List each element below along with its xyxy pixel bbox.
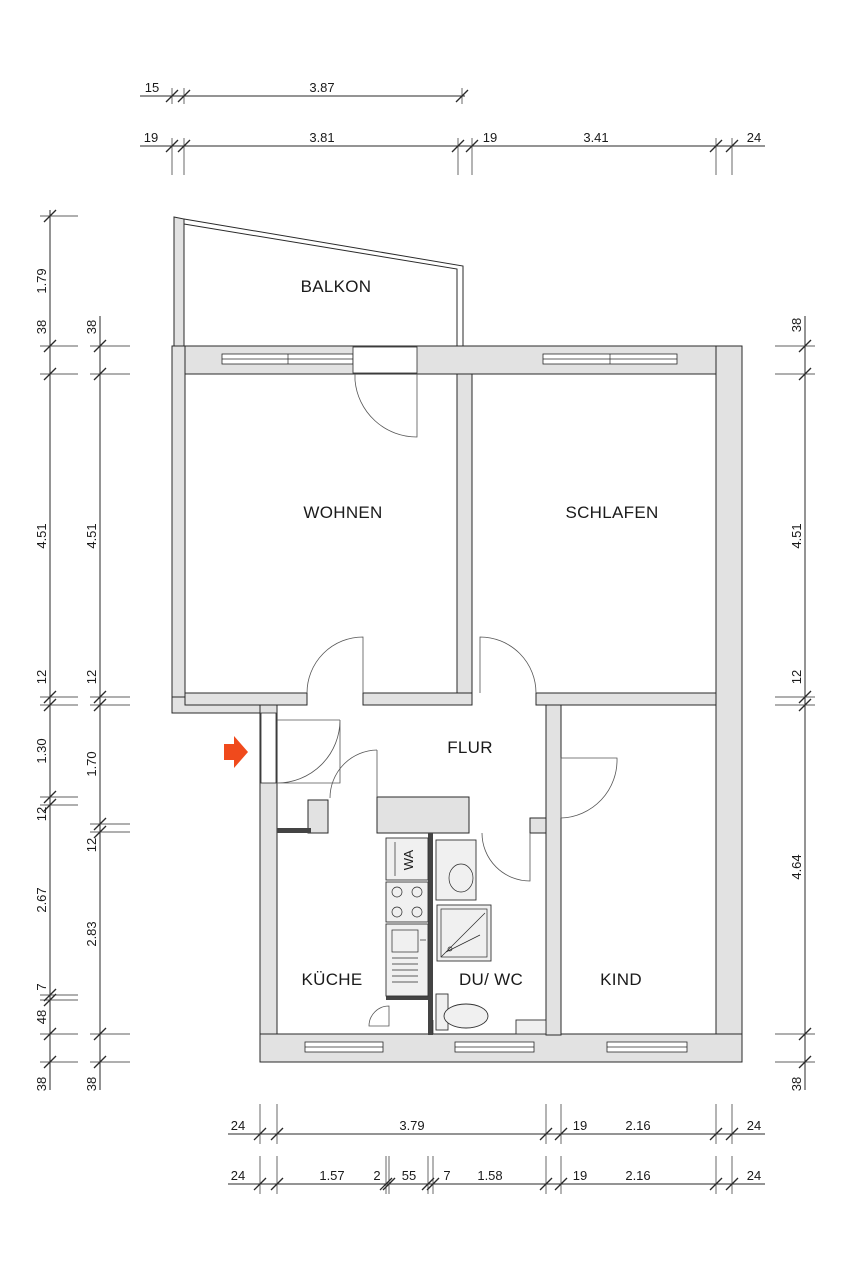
dim-left1-4: 1.30 bbox=[34, 738, 49, 763]
dim-left2-3: 1.70 bbox=[84, 751, 99, 776]
dim-top2-2: 19 bbox=[483, 130, 497, 145]
window-lines bbox=[222, 354, 687, 1048]
dim-right-2: 12 bbox=[789, 670, 804, 684]
balcony-outline bbox=[173, 216, 464, 347]
dim-left1-0: 1.79 bbox=[34, 268, 49, 293]
dim-top2-4: 24 bbox=[747, 130, 761, 145]
room-label-schlafen: SCHLAFEN bbox=[565, 503, 658, 522]
washer-box bbox=[385, 837, 429, 881]
washbasin-icon bbox=[435, 839, 477, 901]
stove-icon bbox=[385, 881, 429, 923]
walls bbox=[171, 345, 743, 1063]
dim-left1-5: 12 bbox=[34, 807, 49, 821]
dim-bottom1-1: 3.79 bbox=[399, 1118, 424, 1133]
dim-left1-8: 48 bbox=[34, 1010, 49, 1024]
dim-top1-0: 15 bbox=[145, 80, 159, 95]
dim-left1-9: 38 bbox=[34, 1077, 49, 1091]
washer-label: WA bbox=[401, 849, 416, 870]
dim-bottom2-3: 55 bbox=[402, 1168, 416, 1183]
dim-bottom2-8: 24 bbox=[747, 1168, 761, 1183]
dim-bottom1-0: 24 bbox=[231, 1118, 245, 1133]
room-label-kueche: KÜCHE bbox=[301, 970, 362, 989]
dim-left2-0: 38 bbox=[84, 320, 99, 334]
room-label-kind: KIND bbox=[600, 970, 642, 989]
dim-left1-1: 38 bbox=[34, 320, 49, 334]
dim-top1-1: 3.87 bbox=[309, 80, 334, 95]
dim-left2-4: 12 bbox=[84, 838, 99, 852]
dim-right-0: 38 bbox=[789, 318, 804, 332]
dim-bottom2-0: 24 bbox=[231, 1168, 245, 1183]
dim-left2-1: 4.51 bbox=[84, 523, 99, 548]
dim-bottom1-2: 19 bbox=[573, 1118, 587, 1133]
dim-top2-3: 3.41 bbox=[583, 130, 608, 145]
dim-left1-6: 2.67 bbox=[34, 887, 49, 912]
dim-bottom2-4: 7 bbox=[443, 1168, 450, 1183]
kitchen-sink-icon bbox=[385, 923, 429, 997]
dimension-labels: 15 3.87 19 3.81 19 3.41 24 1.79 38 4.51 … bbox=[34, 80, 804, 1183]
dim-left2-2: 12 bbox=[84, 670, 99, 684]
dim-bottom2-6: 19 bbox=[573, 1168, 587, 1183]
dim-right-4: 38 bbox=[789, 1077, 804, 1091]
doors bbox=[276, 374, 618, 1034]
dim-right-1: 4.51 bbox=[789, 523, 804, 548]
dim-right-3: 4.64 bbox=[789, 854, 804, 879]
dim-left1-7: 7 bbox=[34, 983, 49, 990]
room-label-flur: FLUR bbox=[447, 738, 493, 757]
dim-bottom1-4: 24 bbox=[747, 1118, 761, 1133]
fixtures bbox=[385, 837, 547, 1035]
dim-bottom1-3: 2.16 bbox=[625, 1118, 650, 1133]
room-labels: BALKON WOHNEN SCHLAFEN FLUR KÜCHE DU/ WC… bbox=[301, 277, 659, 989]
room-label-wohnen: WOHNEN bbox=[303, 503, 382, 522]
dim-bottom2-5: 1.58 bbox=[477, 1168, 502, 1183]
dim-top2-0: 19 bbox=[144, 130, 158, 145]
dim-bottom2-7: 2.16 bbox=[625, 1168, 650, 1183]
dimension-lines bbox=[40, 88, 815, 1194]
dim-left2-6: 38 bbox=[84, 1077, 99, 1091]
dim-bottom2-1: 1.57 bbox=[319, 1168, 344, 1183]
room-label-bad: DU/ WC bbox=[459, 970, 523, 989]
room-label-balkon: BALKON bbox=[301, 277, 372, 296]
dim-left1-2: 4.51 bbox=[34, 523, 49, 548]
dim-left1-3: 12 bbox=[34, 670, 49, 684]
dim-top2-1: 3.81 bbox=[309, 130, 334, 145]
dim-left2-5: 2.83 bbox=[84, 921, 99, 946]
entry-arrow-icon bbox=[224, 736, 248, 768]
dim-bottom2-2: 2 bbox=[373, 1168, 380, 1183]
toilet-icon bbox=[443, 1003, 489, 1029]
